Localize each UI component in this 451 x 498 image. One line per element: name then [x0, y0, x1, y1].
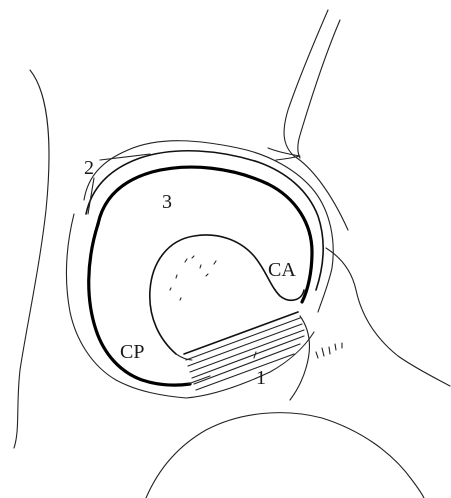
- ilium-spine-notch: [268, 148, 300, 160]
- acetabular-fossa: [150, 235, 304, 354]
- transverse-ligament: [184, 312, 304, 390]
- label-1: 1: [256, 367, 266, 389]
- right-bone-contour: [326, 248, 450, 386]
- ilium-contour: [284, 10, 348, 230]
- label-ca: CA: [268, 259, 296, 281]
- rim-bottom-edge: [186, 332, 314, 398]
- ilium-inner-contour: [298, 20, 340, 158]
- right-bone-lower: [290, 316, 309, 400]
- notch-hatching: [316, 343, 342, 358]
- label-cp: CP: [120, 341, 144, 363]
- fossa-stipple: [170, 256, 216, 300]
- label-2: 2: [84, 157, 94, 179]
- ischium-contour: [146, 413, 424, 498]
- label-3: 3: [162, 191, 172, 213]
- left-contour: [14, 70, 49, 448]
